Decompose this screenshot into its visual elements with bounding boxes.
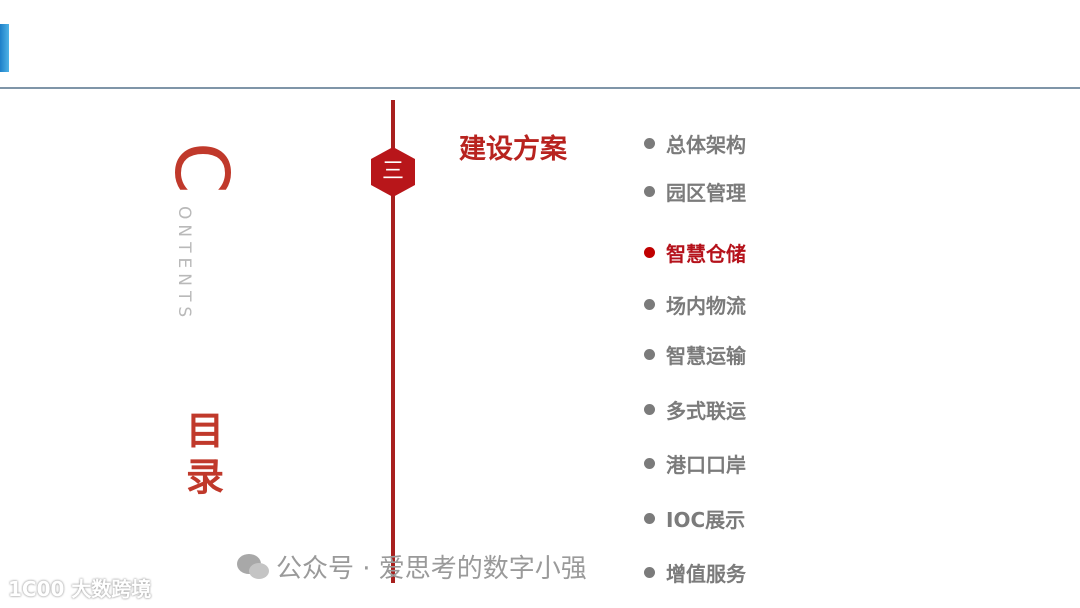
section-title: 建设方案 (459, 134, 567, 165)
toc-item[interactable]: 智慧仓储 (644, 238, 746, 267)
header-accent-bar (0, 24, 9, 72)
toc-item[interactable]: 港口口岸 (644, 449, 746, 478)
toc-item-label: 智慧运输 (666, 344, 746, 368)
hexagon-badge-icon (371, 147, 415, 197)
toc-item[interactable]: 总体架构 (644, 129, 746, 158)
page-title-line1: 目 (185, 409, 224, 453)
wechat-icon (237, 553, 269, 579)
page-title: 目 录 (182, 408, 228, 500)
timeline-line (391, 100, 395, 583)
section-number: 三 (381, 159, 404, 184)
bullet-icon (644, 349, 655, 360)
contents-label: ONTENTS (174, 206, 194, 323)
header-divider (0, 87, 1080, 89)
toc-item[interactable]: 智慧运输 (644, 340, 746, 369)
bullet-icon (644, 513, 655, 524)
toc-item-label: IOC展示 (666, 508, 746, 532)
toc-item-label: 多式联运 (666, 399, 746, 423)
bullet-icon (644, 299, 655, 310)
watermark-text: 公众号 · 爱思考的数字小强 (276, 554, 587, 584)
bullet-icon (644, 458, 655, 469)
watermark: 公众号 · 爱思考的数字小强 (236, 548, 587, 585)
logo: 1C00 大数跨境 (8, 577, 152, 601)
toc-item-label: 港口口岸 (666, 453, 746, 477)
bullet-icon (644, 138, 655, 149)
bullet-icon (644, 186, 655, 197)
toc-item[interactable]: 增值服务 (644, 558, 746, 587)
bullet-icon (644, 404, 655, 415)
bullet-icon (644, 247, 655, 258)
toc-item-label: 智慧仓储 (666, 242, 746, 266)
toc-item[interactable]: IOC展示 (644, 504, 745, 533)
toc-item[interactable]: 多式联运 (644, 395, 746, 424)
bullet-icon (644, 567, 655, 578)
toc-item-label: 场内物流 (666, 294, 746, 318)
page-title-line2: 录 (185, 455, 224, 499)
toc-item[interactable]: 园区管理 (644, 177, 746, 206)
toc-item[interactable]: 场内物流 (644, 290, 746, 319)
toc-item-label: 园区管理 (666, 181, 746, 205)
contents-initial-c: C (158, 142, 244, 194)
toc-item-label: 增值服务 (666, 562, 746, 586)
toc-item-label: 总体架构 (666, 133, 746, 157)
